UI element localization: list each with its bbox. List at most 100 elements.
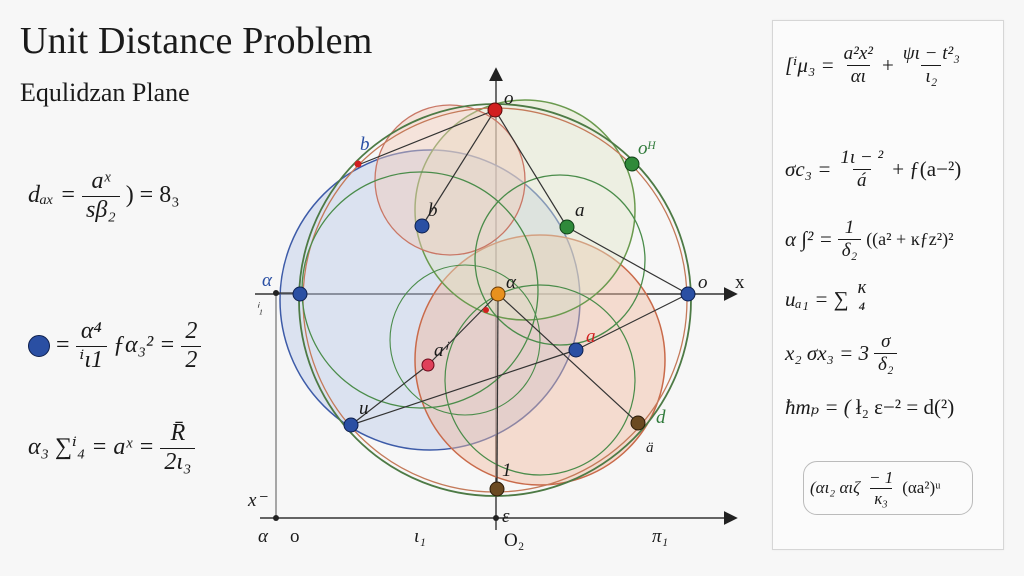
label-lower-right-sub: ä [646,440,654,456]
peq1-den: αι [846,64,870,88]
green-circle-right [474,174,646,346]
eq1-den: sβ₂ [82,195,120,225]
peq1-frac: a²x² αι [840,43,877,88]
peq5-den: δ₂ [874,352,898,376]
peq7-rhs: (αa²)ᵘ [902,478,941,498]
peq6-lhs: ħmₚ = ( [785,395,851,419]
peq3-den: δ₂ [837,238,862,262]
eq1-lhs: dₐₓ = [28,182,77,209]
edge-center-lowerright [497,293,639,424]
point-center-orange [490,286,506,302]
peq3-num: 1 [844,217,855,238]
peq2-den: á [853,168,871,192]
label-y-axis: x⁻ [247,490,268,511]
point-inner-right-green [559,219,575,235]
peq2-num: 1ι − ² [840,147,884,168]
label-lower-left: u [359,398,369,419]
green-circle-small [389,264,541,416]
peq5-num: σ [881,331,891,352]
label-origin-a: α [258,526,269,547]
peq3-lhs: α ∫² = [785,227,833,252]
edge-lowerinnerright-right [575,293,689,351]
point-left-blue [292,286,308,302]
peq3-frac: 1 δ₂ [837,217,862,262]
peq2-rhs: + ƒ(a−²) [892,157,962,182]
point-upper-left-red [354,160,362,168]
label-inner-left: b [428,200,438,221]
peq5-frac: σ δ₂ [874,331,898,376]
panel-equation-2: σc₃ = 1ι − ² á + ƒ(a−²) [785,147,995,192]
point-bottom-axis [493,515,499,521]
label-x-tick-2: π₁ [652,526,668,547]
peq3-rhs: ((a² + ĸƒz²)² [866,229,954,249]
peq4-lhs: uₐ₁ = ∑ [785,286,849,311]
label-inner-right: a [575,200,585,221]
eq2-num2: 2 [185,318,198,344]
label-lower-right: d [656,407,666,428]
left-equation-3: α₃ ∑ⁱ₄ = aˣ = R̄ 2ι₃ [28,420,196,477]
panel-equation-1: [ⁱμ₃ = a²x² αι + ψι − t²₃ ι₂ [785,43,995,88]
label-left: α [262,270,273,291]
salmon-unit-circle [414,234,666,486]
panel-equation-5: x₂ σx₃ = 3 σ δ₂ [785,331,995,376]
eq3-fraction: R̄ 2ι₃ [160,420,196,477]
edge-center-bottom [496,293,499,489]
label-lower-inner-right: a [586,326,596,347]
point-inner-left-blue [414,218,430,234]
peq4-frac: ĸ ⁴ [854,277,870,321]
label-right-axis: x [735,272,745,293]
green-circle-bottom [444,284,636,476]
peq1-den2: ι₂ [921,64,942,88]
eq3-lhs: α₃ ∑ⁱ₄ = aˣ = [28,434,155,461]
point-left-guide [273,290,279,296]
left-equation-1: dₐₓ = aˣ sβ₂ ) = 8₃ [28,168,180,224]
peq1-num2: ψι − t²₃ [902,43,960,64]
peq2-frac: 1ι − ² á [836,147,887,192]
label-upper-right: oᴴ [638,138,657,159]
page-subtitle: Equlidzan Plane [20,78,190,107]
peq6-rhs: ł₂ ε−² = d(²) [855,395,955,419]
peq5-lhs: x₂ σx₃ = 3 [785,341,870,366]
unit-distance-diagram: o b oᴴ b a α ⁱ₁ o x α aⁱ a u d ä 1 ε O₂ … [247,67,745,551]
blue-point-legend-icon [28,335,50,358]
peq4-den: ⁴ [858,298,866,320]
peq2-lhs: σc₃ = [785,157,832,182]
point-right-blue [680,286,696,302]
label-bottom-axis: ε [502,506,510,527]
peq4-num: ĸ [857,277,867,298]
edge-top-innerleft [421,109,496,227]
unit-edges [276,109,689,489]
edge-lowerinnerleft-lowerleft [350,364,429,426]
peq1-lhs: [ⁱμ₃ = [785,53,835,78]
eq2-mid: ƒα₃² = [113,332,176,359]
panel-equation-3: α ∫² = 1 δ₂ ((a² + ĸƒz²)² [785,217,995,262]
point-lower-inner-right-blue [568,342,584,358]
eq2-den: ⁱι1 [75,345,108,375]
left-equation-2: = α⁴ ⁱι1 ƒα₃² = 2 2 [28,318,202,375]
label-upper-left: b [360,134,370,155]
eq2-num: α⁴ [80,318,102,344]
edge-top-innerright [494,109,568,228]
point-lower-inner-left-pink [421,358,435,372]
eq2-den2: 2 [181,345,202,375]
panel-equation-6: ħmₚ = ( ł₂ ε−² = d(²) [785,395,995,419]
point-lower-right-brown [630,415,646,431]
eq3-den: 2ι₃ [160,447,196,477]
peq7-frac: − 1 ĸ₃ [865,468,897,508]
equations-panel: [ⁱμ₃ = a²x² αι + ψι − t²₃ ι₂ σc₃ = 1ι − … [772,20,1004,550]
label-bottom-axis-sub: O₂ [504,530,524,551]
label-center: α [506,272,517,293]
peq7-num: − 1 [869,468,894,487]
panel-equation-4: uₐ₁ = ∑ ĸ ⁴ [785,277,995,321]
eq1-num: aˣ [91,168,111,194]
edge-center-lowerinnerleft [427,293,499,366]
peq7-den: ĸ₃ [870,487,892,509]
peq1-mid: + [882,53,894,78]
peq1-num: a²x² [843,43,873,64]
label-right: o [698,272,708,293]
edge-top-upperleft [357,109,496,166]
peq7-lhs: (αι₂ αιζ [810,478,860,498]
point-bottom-brown [489,481,505,497]
point-origin [273,515,279,521]
eq1-rhs: ) = 8₃ [125,182,180,209]
